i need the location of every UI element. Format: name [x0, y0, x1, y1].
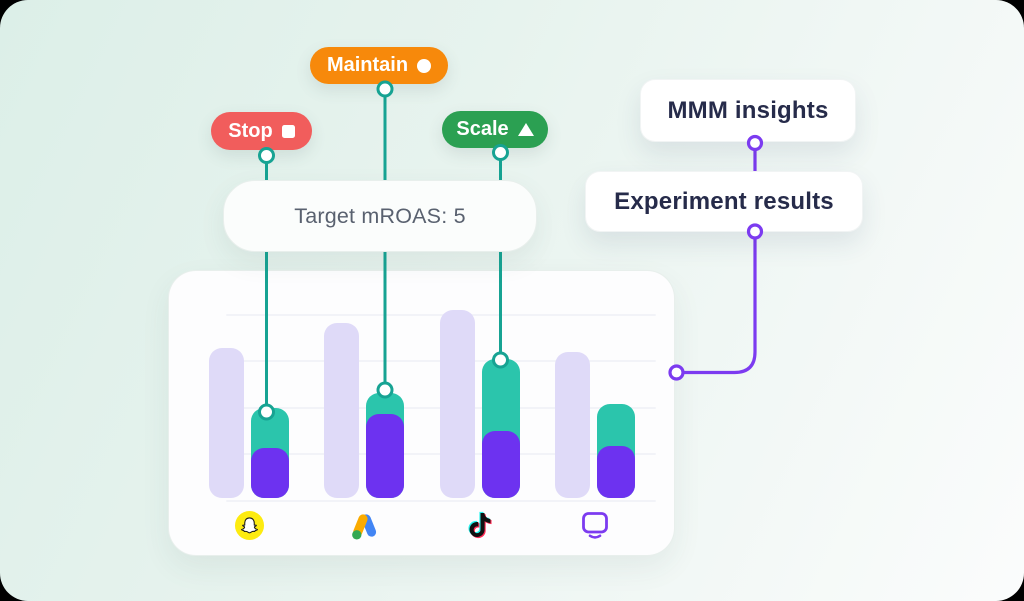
stacked-bar	[481, 359, 520, 498]
maintain-label: Maintain	[326, 54, 409, 76]
chart-card	[168, 270, 675, 556]
bar-group-ctv	[554, 352, 635, 498]
stacked-bar	[251, 408, 289, 498]
mmm-insights-label: MMM insights	[667, 96, 829, 124]
target-bar	[324, 323, 360, 498]
experiment-results-label: Experiment results	[614, 187, 834, 215]
target-mroas-card: Target mROAS: 5	[223, 180, 537, 252]
platform-icons-row	[209, 508, 635, 542]
bar-purple-segment	[366, 414, 405, 498]
gridline	[226, 500, 656, 502]
tiktok-icon	[440, 508, 520, 542]
bar-purple-segment	[596, 446, 635, 498]
triangle-icon	[517, 123, 534, 136]
scale-label: Scale	[456, 118, 509, 140]
mmm-insights-card: MMM insights	[640, 79, 856, 142]
ctv-icon	[555, 508, 635, 542]
experiment-results-card: Experiment results	[585, 171, 863, 232]
target-bar	[209, 348, 244, 498]
circle-icon	[417, 58, 432, 73]
stop-label: Stop	[228, 119, 273, 142]
bar-group-snapchat	[209, 348, 289, 498]
target-bar	[554, 352, 590, 498]
snapchat-icon	[209, 508, 289, 542]
scale-badge: Scale	[442, 111, 548, 148]
google-ads-icon	[324, 508, 404, 542]
square-icon	[281, 124, 295, 138]
stacked-bar	[366, 393, 405, 498]
bars-row	[209, 310, 635, 498]
gridline	[226, 314, 656, 316]
target-mroas-label: Target mROAS: 5	[294, 203, 466, 228]
target-bar	[439, 310, 475, 498]
bar-group-tiktok	[439, 310, 520, 498]
bar-purple-segment	[251, 448, 289, 498]
stop-badge: Stop	[211, 112, 312, 150]
stacked-bar	[596, 404, 635, 498]
bar-group-google-ads	[324, 323, 405, 498]
bar-purple-segment	[481, 431, 520, 498]
maintain-badge: Maintain	[310, 47, 448, 84]
